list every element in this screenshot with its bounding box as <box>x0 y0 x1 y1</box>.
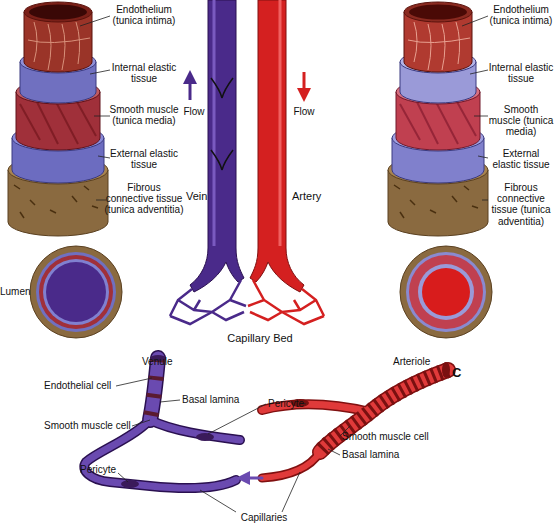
artery-cross-section <box>400 246 492 338</box>
part-label: Pericyte <box>80 464 130 475</box>
muscle-texture <box>400 100 476 144</box>
arterial-capillary <box>262 452 320 478</box>
vessel-label: Vein <box>186 190 226 202</box>
layer-label: Endothelium (tunica intima) <box>108 4 180 26</box>
leader-line <box>132 420 150 426</box>
vessel-label: Venule <box>142 356 192 367</box>
external-elastic-ring <box>406 252 486 332</box>
leader-line <box>470 70 488 74</box>
leader-line <box>160 400 180 402</box>
leader-line <box>462 16 488 26</box>
pericyte-cell <box>121 480 139 488</box>
leader-line <box>474 116 488 117</box>
region-label: Capillaries <box>224 512 304 523</box>
vein-lumen <box>46 262 106 322</box>
part-label: Basal lamina <box>342 449 422 460</box>
vein-wall-cutaway <box>8 2 108 236</box>
layer-label: External elastic tissue <box>108 148 180 170</box>
layer-label: Internal elastic tissue <box>488 62 554 84</box>
smooth-muscle-ring <box>409 255 483 329</box>
layer-label: Smooth muscle (tunica media) <box>108 104 180 126</box>
leader-line <box>328 449 340 455</box>
venous-capillaries <box>170 280 246 324</box>
arteriole-end <box>442 362 450 378</box>
layer-label: Smooth muscle (tunica media) <box>488 104 554 138</box>
layer-label: Internal elastic tissue <box>108 62 180 84</box>
leader-line <box>478 156 488 158</box>
leader-line <box>80 16 110 26</box>
endothelium-rim <box>404 2 472 22</box>
endothelial-cell-outline <box>28 22 90 70</box>
part-label: Basal lamina <box>182 394 252 405</box>
part-label: Pericyte <box>268 398 318 409</box>
leader-line <box>118 473 128 482</box>
vein-lumen-opening <box>29 5 87 20</box>
leader-line <box>94 116 110 117</box>
leader-line <box>96 200 106 201</box>
venule-outline <box>150 420 240 440</box>
arteriole-smooth-muscle <box>320 370 448 452</box>
vein-cross-section <box>30 246 122 338</box>
leader-line <box>208 404 266 434</box>
fiber-texture <box>14 185 98 218</box>
venule <box>150 358 158 420</box>
panel-letter: C <box>452 366 472 381</box>
leader-line <box>90 70 110 74</box>
venule-smooth-muscle <box>150 358 158 420</box>
fiber-texture <box>394 185 478 218</box>
internal-elastic-ring <box>418 264 474 320</box>
leader-line <box>200 490 236 512</box>
artery-wall-cutaway <box>388 2 488 236</box>
arteriole-outline <box>262 452 320 478</box>
venule-outline <box>150 358 158 420</box>
artery-highlight <box>279 0 282 246</box>
capillary-bed-illustration <box>170 0 324 324</box>
layer-label: Fibrous connective tissue (tunica advent… <box>104 182 184 216</box>
vessel-label: Artery <box>292 190 342 202</box>
leader-line <box>282 472 300 512</box>
pericyte-cell <box>196 433 214 441</box>
part-label: Endothelial cell <box>44 380 134 391</box>
flow-arrow-head <box>297 88 311 102</box>
layer-label: Fibrous connective tissue (tunica advent… <box>488 182 554 227</box>
capillary-flow-arrow <box>248 477 262 480</box>
endothelial-cell-outline <box>408 22 470 70</box>
vein-vessel <box>190 0 244 292</box>
adventitia-ring <box>400 246 492 338</box>
leader-lines-bottom <box>116 378 350 512</box>
leader-line <box>482 200 488 201</box>
venous-capillary <box>150 420 240 440</box>
smooth-muscle-ring <box>39 255 113 329</box>
layer-label: External elastic tissue <box>488 148 554 170</box>
part-label: Smooth muscle cell <box>342 431 442 442</box>
endothelium-rim <box>24 2 92 22</box>
artery-lumen-opening <box>409 5 467 20</box>
adventitia-ring <box>30 246 122 338</box>
capillary-flow-arrow-head <box>236 471 250 485</box>
arteriole <box>320 370 448 452</box>
artery-vessel <box>250 0 304 292</box>
external-elastic-ring <box>36 252 116 332</box>
microvessel-illustration <box>84 358 448 488</box>
artery-lumen <box>422 268 470 316</box>
region-label: Capillary Bed <box>210 332 310 344</box>
layer-label: Endothelium (tunica intima) <box>488 4 554 26</box>
flow-label: Flow <box>288 106 320 117</box>
flow-arrow-head <box>183 70 197 84</box>
arterial-capillaries <box>248 280 324 324</box>
vein-highlight <box>213 0 216 246</box>
muscle-texture <box>20 100 96 144</box>
part-label: Lumen <box>0 286 34 297</box>
leader-line <box>98 156 110 158</box>
part-label: Smooth muscle cell <box>44 420 144 431</box>
flow-label: Flow <box>178 106 210 117</box>
internal-elastic-ring <box>43 259 109 325</box>
vessel-label: Arteriole <box>393 356 453 367</box>
leader-line <box>116 378 152 386</box>
vein-valve <box>211 78 233 170</box>
